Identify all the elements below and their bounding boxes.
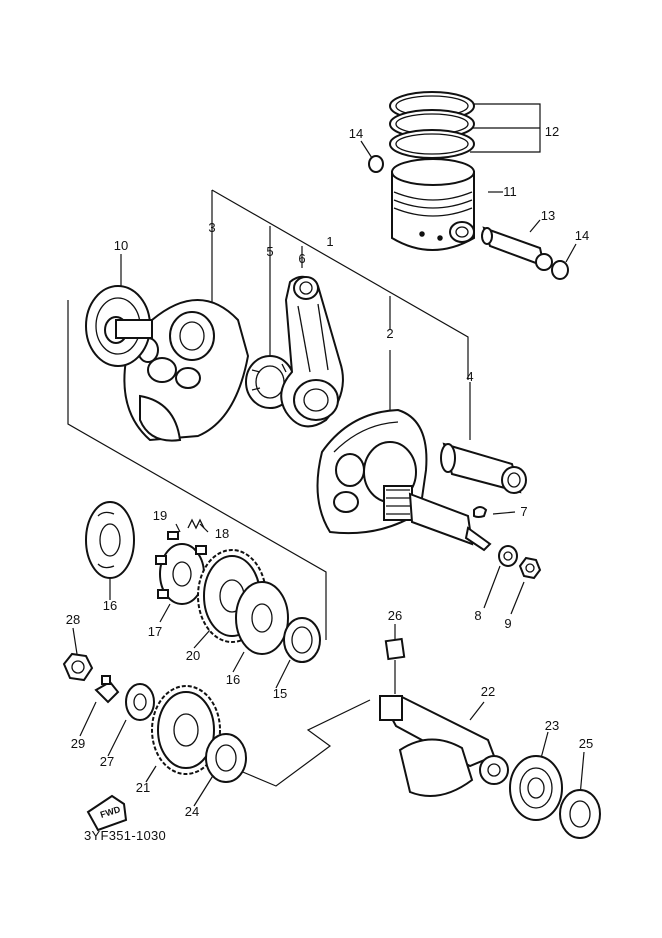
part-label-24: 24 [185, 804, 199, 819]
part-label-11: 11 [503, 184, 517, 199]
left-crank-web [123, 299, 250, 442]
part-label-19: 19 [153, 508, 167, 523]
part-label-12: 12 [545, 124, 559, 139]
part-label-13: 13 [541, 208, 555, 223]
crank-pin [440, 442, 527, 494]
gear-plate-17 [155, 543, 207, 605]
part-label-2: 2 [386, 326, 393, 341]
part-label-14: 14 [575, 228, 589, 243]
washer-and-nut [498, 545, 542, 580]
bearing-23 [509, 755, 563, 821]
part-label-3: 3 [208, 220, 215, 235]
plate-16-top [85, 501, 135, 579]
key-26 [384, 637, 406, 661]
left-crank-bearing [85, 285, 153, 367]
piston-rings [389, 91, 475, 159]
part-label-21: 21 [136, 780, 150, 795]
part-label-27: 27 [100, 754, 114, 769]
balancer-gear-21 [151, 685, 221, 775]
leader-lines [67, 103, 585, 807]
woodruff-key [473, 506, 488, 518]
oil-seal-25 [559, 789, 601, 839]
part-label-22: 22 [481, 684, 495, 699]
part-label-16: 16 [226, 672, 240, 687]
part-label-14: 14 [349, 126, 363, 141]
plate-16-lower [235, 581, 289, 655]
part-label-4: 4 [466, 369, 473, 384]
fwd-arrow-icon: FWD [86, 794, 128, 832]
balancer-shaft-22 [379, 694, 509, 797]
part-label-26: 26 [388, 608, 402, 623]
part-label-5: 5 [266, 244, 273, 259]
washer-15 [283, 617, 321, 663]
piston [391, 158, 475, 251]
part-label-17: 17 [148, 624, 162, 639]
part-label-10: 10 [114, 238, 128, 253]
connecting-rod [280, 275, 344, 428]
lock-washer-29 [94, 675, 120, 704]
catalog-code: 3YF351-1030 [84, 828, 166, 843]
part-label-15: 15 [273, 686, 287, 701]
part-label-7: 7 [520, 504, 527, 519]
nut-28 [62, 652, 94, 682]
pin-and-spring [167, 518, 205, 540]
part-label-18: 18 [215, 526, 229, 541]
part-label-20: 20 [186, 648, 200, 663]
bearing-24 [205, 733, 247, 783]
part-label-23: 23 [545, 718, 559, 733]
washer-27 [125, 683, 155, 721]
piston-pin [481, 226, 553, 271]
part-label-28: 28 [66, 612, 80, 627]
part-label-16: 16 [103, 598, 117, 613]
part-label-8: 8 [474, 608, 481, 623]
part-label-6: 6 [298, 251, 305, 266]
part-label-9: 9 [504, 616, 511, 631]
crank-shaft-end [383, 485, 492, 552]
circlips [368, 155, 569, 280]
part-label-29: 29 [71, 736, 85, 751]
part-label-1: 1 [326, 234, 333, 249]
part-label-25: 25 [579, 736, 593, 751]
